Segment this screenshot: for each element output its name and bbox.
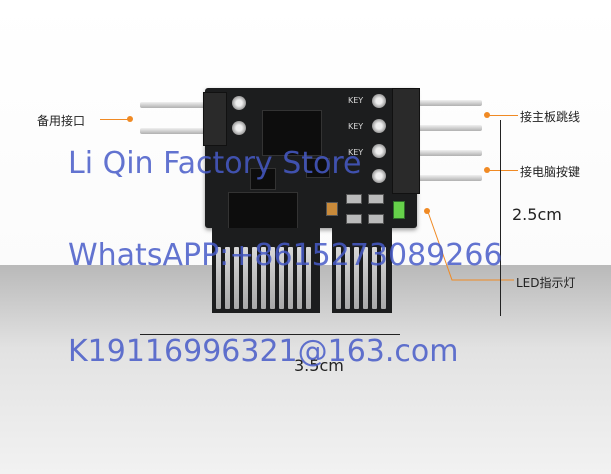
gold-finger <box>336 247 341 309</box>
right-pin-4 <box>400 175 482 181</box>
silk-key-1: KEY <box>348 96 364 105</box>
watermark-store: Li Qin Factory Store <box>68 146 362 181</box>
label-mainboard-jumper: 接主板跳线 <box>520 110 581 124</box>
label-backup-port: 备用接口 <box>37 114 86 128</box>
label-pc-button: 接电脑按键 <box>520 165 581 179</box>
smd-resistor-3 <box>346 214 362 224</box>
gold-finger <box>288 247 293 309</box>
watermark-whatsapp: WhatsAPP:+8615273089266 <box>68 238 503 273</box>
width-dimension-line <box>140 334 400 335</box>
gold-finger <box>243 247 248 309</box>
gold-finger <box>279 247 284 309</box>
pad-left-2 <box>232 121 246 135</box>
gold-finger <box>345 247 350 309</box>
edge-connector-left <box>212 228 320 313</box>
callout-dot-led <box>424 208 430 214</box>
height-dimension-label: 2.5cm <box>512 205 562 224</box>
callout-dot-backup <box>127 116 133 122</box>
height-dimension-line <box>500 120 501 316</box>
gold-finger <box>216 247 221 309</box>
callout-dot-jumper <box>484 112 490 118</box>
gold-finger <box>306 247 311 309</box>
gold-finger <box>372 247 377 309</box>
gold-finger <box>354 247 359 309</box>
right-pin-1 <box>400 100 482 106</box>
led-indicator <box>393 201 405 219</box>
gold-finger <box>252 247 257 309</box>
right-pin-3 <box>400 150 482 156</box>
watermark-email: K19116996321@163.com <box>68 334 459 369</box>
gold-finger <box>297 247 302 309</box>
callout-dot-button <box>484 167 490 173</box>
pad-right-1 <box>372 94 386 108</box>
gold-finger <box>363 247 368 309</box>
left-pin-top <box>140 102 220 108</box>
smd-capacitor <box>326 202 338 216</box>
gold-finger <box>261 247 266 309</box>
gold-finger <box>225 247 230 309</box>
pad-right-3 <box>372 144 386 158</box>
gold-finger <box>234 247 239 309</box>
right-header <box>392 88 420 194</box>
left-pin-bottom <box>140 128 220 134</box>
gold-finger <box>270 247 275 309</box>
callout-line-jumper <box>486 115 518 116</box>
smd-resistor-1 <box>346 194 362 204</box>
smd-resistor-2 <box>368 194 384 204</box>
ic-chip-top <box>262 110 322 156</box>
pad-right-2 <box>372 119 386 133</box>
label-led: LED指示灯 <box>516 276 576 290</box>
left-header <box>203 92 227 146</box>
right-pin-2 <box>400 125 482 131</box>
callout-line-backup <box>100 119 130 120</box>
gold-finger <box>381 247 386 309</box>
pad-left-1 <box>232 96 246 110</box>
smd-resistor-4 <box>368 214 384 224</box>
silk-key-3: KEY <box>348 148 364 157</box>
transistor <box>306 158 330 178</box>
silk-key-2: KEY <box>348 122 364 131</box>
pad-right-4 <box>372 169 386 183</box>
transistor-2 <box>250 168 276 190</box>
width-dimension-label: 3.5cm <box>294 356 344 375</box>
callout-line-button <box>486 170 518 171</box>
